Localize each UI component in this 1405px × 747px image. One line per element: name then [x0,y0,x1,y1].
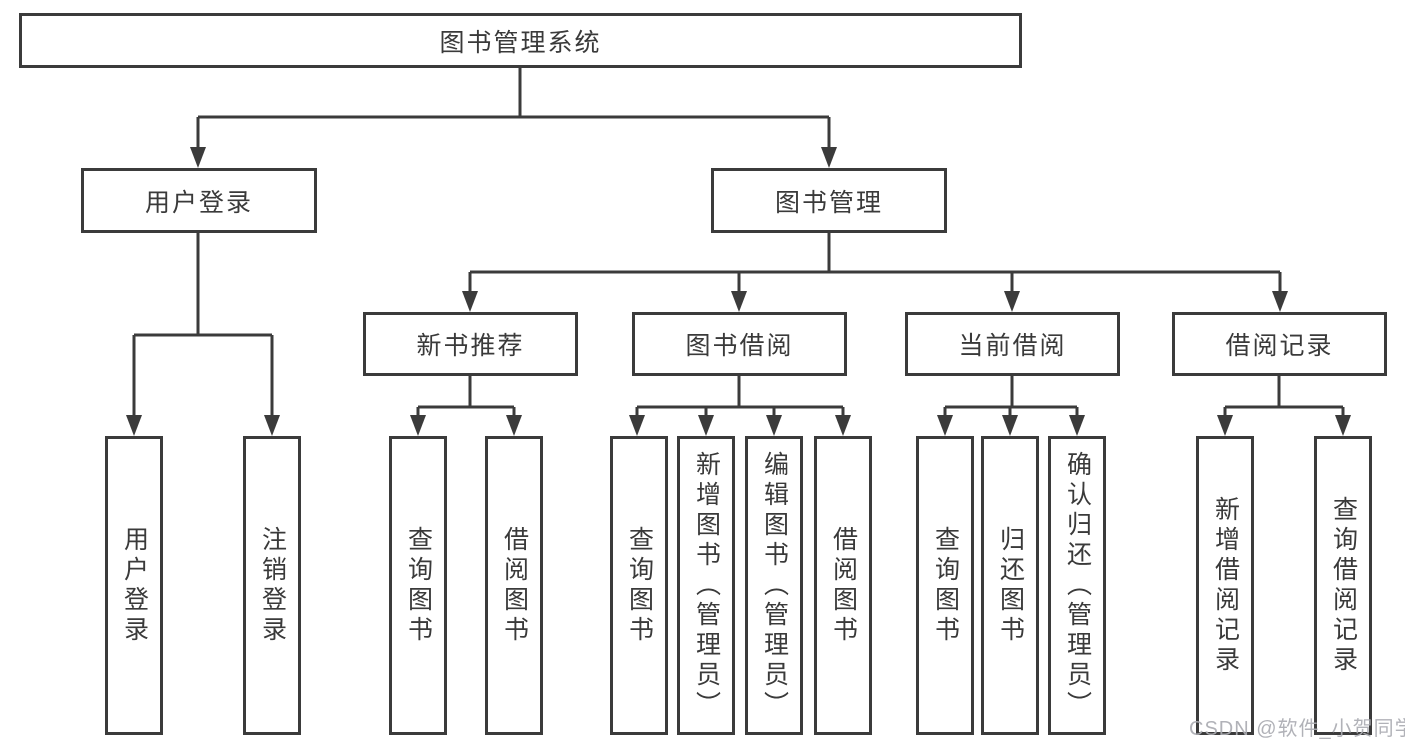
edge-new-book-recommend-to-leaves [410,376,522,436]
leaf-edit-books-admin: 编辑图书（管理员） [745,436,803,735]
node-label: 当前借阅 [958,332,1067,360]
leaf-query-books-current: 查询图书 [916,436,974,735]
node-label: 新书推荐 [416,332,525,360]
leaf-query-books-borrow: 查询图书 [610,436,668,735]
node-book-borrow: 图书借阅 [632,312,847,376]
node-label: 图书借阅 [685,332,794,360]
leaf-borrow-books-recommend: 借阅图书 [485,436,543,735]
node-new-book-recommend: 新书推荐 [363,312,578,376]
leaf-label: 用户登录 [120,525,149,646]
leaf-label: 查询借阅记录 [1329,495,1358,676]
node-book-management: 图书管理 [711,168,947,233]
leaf-label: 归还图书 [996,525,1025,646]
leaf-return-books: 归还图书 [981,436,1039,735]
leaf-label: 注销登录 [258,525,287,646]
node-root-title: 图书管理系统 [19,13,1022,68]
leaf-label: 编辑图书（管理员） [760,450,789,721]
leaf-add-books-admin: 新增图书（管理员） [677,436,735,735]
leaf-confirm-return-admin: 确认归还（管理员） [1048,436,1106,735]
csdn-watermark: CSDN @软件_小贺同学 [1189,718,1405,740]
leaf-label: 确认归还（管理员） [1063,450,1092,721]
edge-book-management-to-level3 [462,233,1288,312]
root-title-label: 图书管理系统 [439,28,602,57]
edge-borrow-record-to-leaves [1217,376,1351,436]
leaf-label: 借阅图书 [500,525,529,646]
leaf-logout: 注销登录 [243,436,301,735]
leaf-label: 借阅图书 [829,525,858,646]
edge-current-borrow-to-leaves [937,376,1085,436]
leaf-query-borrow-record: 查询借阅记录 [1314,436,1372,735]
leaf-label: 新增图书（管理员） [692,450,721,721]
leaf-add-borrow-record: 新增借阅记录 [1196,436,1254,735]
leaf-label: 查询图书 [931,525,960,646]
leaf-label: 新增借阅记录 [1211,495,1240,676]
node-current-borrow: 当前借阅 [905,312,1120,376]
node-label: 图书管理 [774,188,883,217]
edge-root-to-level2 [190,68,837,168]
node-label: 借阅记录 [1225,332,1334,360]
leaf-user-login: 用户登录 [105,436,163,735]
node-user-login: 用户登录 [81,168,317,233]
edge-user-login-to-leaves [126,233,280,436]
leaf-borrow-books: 借阅图书 [814,436,872,735]
edge-book-borrow-to-leaves [629,376,851,436]
node-borrow-record: 借阅记录 [1172,312,1387,376]
leaf-label: 查询图书 [625,525,654,646]
leaf-label: 查询图书 [404,525,433,646]
leaf-query-books-recommend: 查询图书 [389,436,447,735]
node-label: 用户登录 [144,188,253,217]
